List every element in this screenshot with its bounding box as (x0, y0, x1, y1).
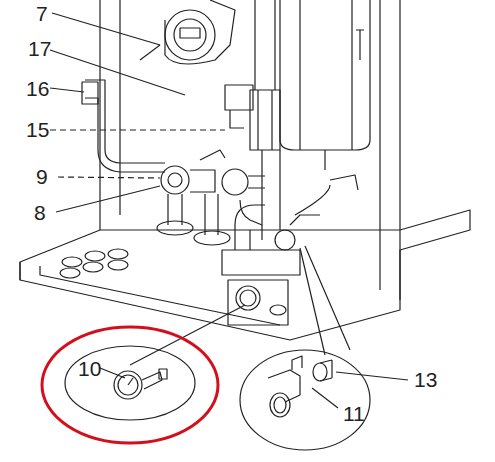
callout-number: 11 (343, 403, 365, 424)
callout-number: 7 (36, 3, 48, 24)
callout-number: 8 (34, 202, 46, 223)
callout-number: 17 (28, 38, 51, 59)
callout-number: 9 (36, 166, 48, 187)
callout-number: 15 (26, 119, 49, 140)
callout-number: 13 (414, 369, 437, 390)
callout-number: 16 (26, 78, 49, 99)
callout-number: 10 (78, 358, 101, 379)
